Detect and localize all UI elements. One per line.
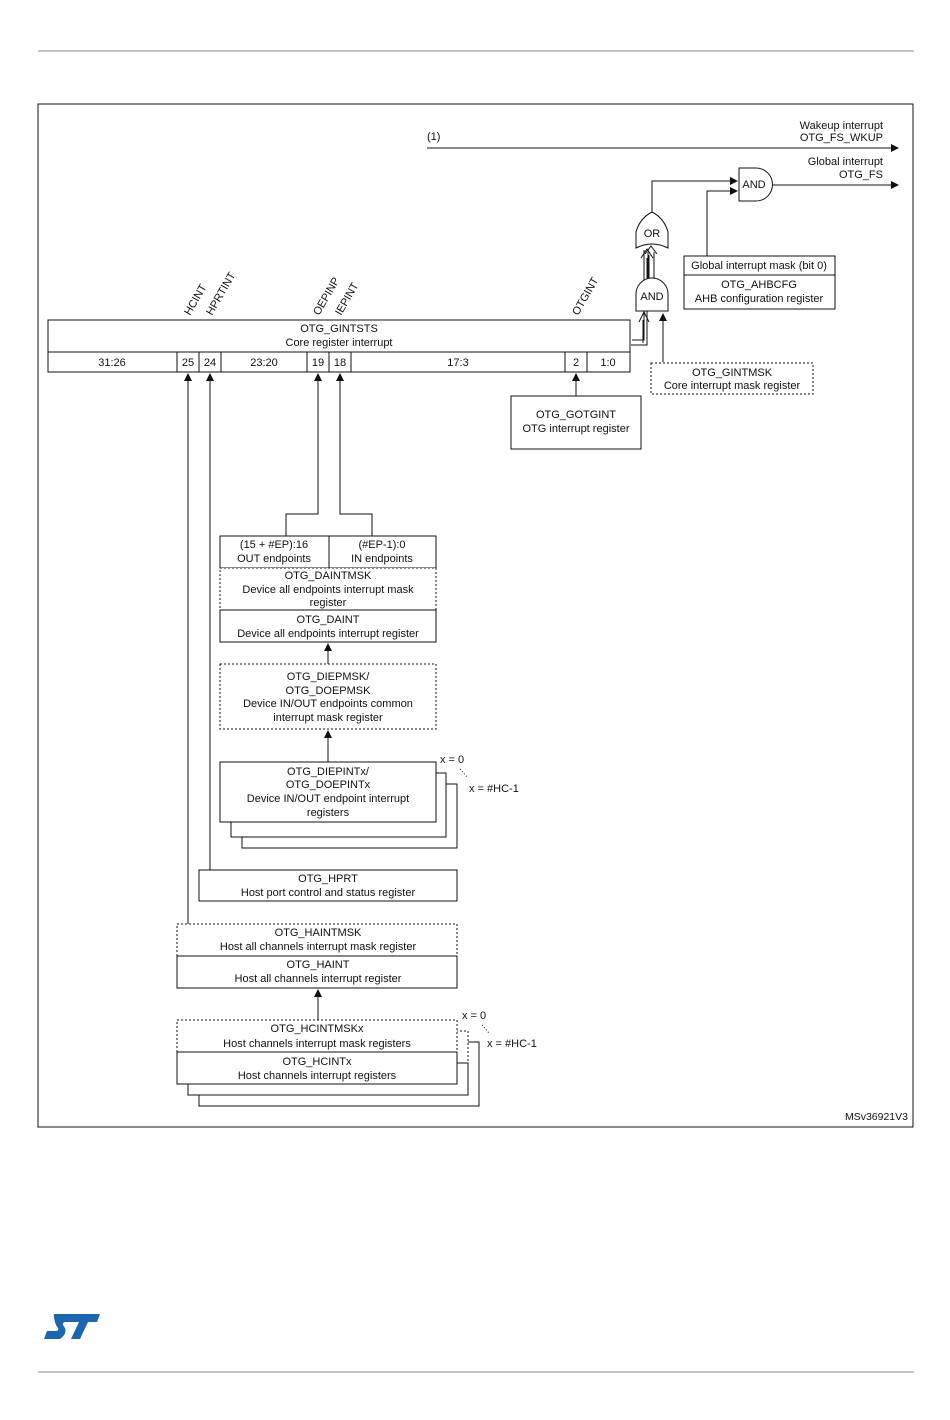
field-17-3: 17:3 (447, 357, 468, 369)
daint-out-range: (15 + #EP):16 (240, 539, 308, 551)
field-18: 18 (334, 357, 346, 369)
hcint-ellipsis (481, 1024, 490, 1034)
ahbcfg-name: OTG_AHBCFG (721, 279, 797, 291)
gintmsk-name: OTG_GINTMSK (692, 367, 773, 379)
gotgint-desc: OTG interrupt register (523, 423, 630, 435)
daint-name: OTG_DAINT (297, 614, 360, 626)
field-1-0: 1:0 (600, 357, 615, 369)
otg-hcint-stack: OTG_HCINTMSKx Host channels interrupt ma… (176, 1019, 480, 1107)
otg-hprt-box: OTG_HPRT Host port control and status re… (198, 869, 458, 902)
hprt-desc: Host port control and status register (241, 887, 416, 899)
bit-label-otgint: OTGINT (570, 275, 601, 317)
gintmsk-desc: Core interrupt mask register (664, 380, 801, 392)
diepmsk-line1: OTG_DIEPMSK/ (287, 671, 370, 683)
svg-text:OR: OR (644, 228, 661, 240)
daint-desc: Device all endpoints interrupt register (237, 628, 419, 640)
diagram-id: MSv36921V3 (845, 1111, 908, 1123)
wakeup-note: (1) (427, 131, 440, 143)
wakeup-label: Wakeup interrupt (800, 120, 883, 132)
wakeup-signal: OTG_FS_WKUP (800, 132, 883, 144)
otg-diepint-stack: OTG_DIEPINTx/ OTG_DOEPINTx Device IN/OUT… (219, 761, 458, 849)
global-interrupt-signal: OTG_FS (839, 169, 883, 181)
otg-diepmsk-box: OTG_DIEPMSK/ OTG_DOEPMSK Device IN/OUT e… (219, 663, 437, 730)
daint-out-label: OUT endpoints (237, 553, 311, 565)
figure-frame (37, 103, 914, 1128)
otg-ahbcfg-box: Global interrupt mask (bit 0) OTG_AHBCFG… (683, 255, 836, 310)
daintmsk-name: OTG_DAINTMSK (285, 570, 372, 582)
diepmsk-line2: OTG_DOEPMSK (286, 685, 372, 697)
ahbcfg-desc: AHB configuration register (695, 293, 824, 305)
diepmsk-line4: interrupt mask register (273, 712, 383, 724)
and-gate-global: AND (738, 167, 773, 202)
gintsts-name: OTG_GINTSTS (300, 323, 378, 335)
otg-haint-group: OTG_HAINTMSK Host all channels interrupt… (176, 923, 458, 989)
diepint-x0: x = 0 (440, 754, 464, 766)
haint-desc: Host all channels interrupt register (235, 973, 402, 985)
bit-label-hprtint: HPRTINT (204, 270, 238, 317)
field-2: 2 (573, 357, 579, 369)
diepint-line2: OTG_DOEPINTx (286, 779, 371, 791)
field-19: 19 (312, 357, 324, 369)
hcint-x0: x = 0 (462, 1010, 486, 1022)
hcintmsk-desc: Host channels interrupt mask registers (223, 1038, 411, 1050)
otg-gintsts-register: OTG_GINTSTS Core register interrupt 31:2… (47, 319, 631, 373)
st-logo (44, 1314, 100, 1339)
gotgint-name: OTG_GOTGINT (536, 409, 616, 421)
ahbcfg-bit-label: Global interrupt mask (bit 0) (691, 260, 827, 272)
otg-daint-group: (15 + #EP):16 OUT endpoints (#EP-1):0 IN… (219, 535, 437, 643)
field-24: 24 (204, 357, 216, 369)
diepint-ellipsis (459, 768, 468, 778)
svg-text:AND: AND (640, 291, 663, 303)
global-interrupt-label: Global interrupt (808, 156, 883, 168)
diepmsk-line3: Device IN/OUT endpoints common (243, 698, 413, 710)
field-23-20: 23:20 (250, 357, 278, 369)
daint-in-label: IN endpoints (351, 553, 413, 565)
and-gate-core: AND (635, 277, 669, 312)
otg-gintmsk-box: OTG_GINTMSK Core interrupt mask register (650, 362, 814, 395)
hcint-xn: x = #HC-1 (487, 1038, 537, 1050)
hcintmsk-name: OTG_HCINTMSKx (271, 1023, 364, 1035)
diepint-line4: registers (307, 807, 350, 819)
hcint-name: OTG_HCINTx (282, 1056, 352, 1068)
daint-in-range: (#EP-1):0 (358, 539, 405, 551)
haintmsk-desc: Host all channels interrupt mask registe… (220, 941, 417, 953)
diepint-line3: Device IN/OUT endpoint interrupt (247, 793, 409, 805)
gintsts-desc: Core register interrupt (286, 337, 393, 349)
svg-text:AND: AND (742, 179, 765, 191)
hcint-desc: Host channels interrupt registers (238, 1070, 397, 1082)
haint-name: OTG_HAINT (287, 959, 350, 971)
hprt-name: OTG_HPRT (298, 873, 358, 885)
diepint-xn: x = #HC-1 (469, 783, 519, 795)
field-31-26: 31:26 (98, 357, 126, 369)
daintmsk-desc1: Device all endpoints interrupt mask (242, 584, 414, 596)
field-25: 25 (182, 357, 194, 369)
otg-gotgint-box: OTG_GOTGINT OTG interrupt register (510, 395, 642, 450)
diepint-line1: OTG_DIEPINTx/ (287, 766, 370, 778)
daintmsk-desc2: register (310, 597, 347, 609)
haintmsk-name: OTG_HAINTMSK (275, 927, 362, 939)
or-gate: OR (635, 211, 669, 249)
